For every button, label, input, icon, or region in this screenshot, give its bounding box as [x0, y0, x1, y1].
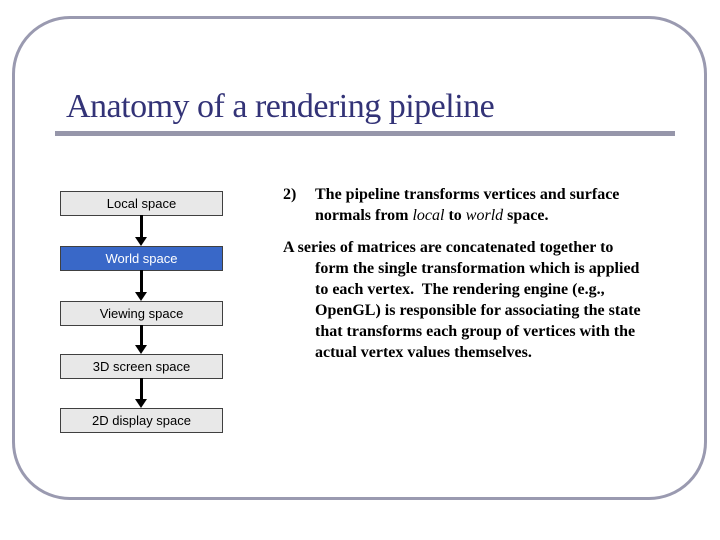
para1-italic-world: world [465, 207, 504, 224]
arrow-head [135, 292, 147, 301]
paragraph-matrices: A series of matrices are concatenated to… [283, 239, 645, 361]
arrow-head [135, 237, 147, 246]
arrow-down-icon [135, 270, 148, 301]
arrow-down-icon [135, 215, 148, 246]
page-title: Anatomy of a rendering pipeline [66, 88, 495, 125]
arrow-head [135, 399, 147, 408]
arrow-shaft [140, 325, 143, 348]
para1-italic-local: local [412, 207, 445, 224]
paragraph-pipeline-transforms: 2) The pipeline transforms vertices and s… [283, 184, 645, 226]
para1-text-between: to [444, 207, 466, 224]
title-underline [55, 131, 675, 136]
flow-box-local-space: Local space [60, 191, 223, 216]
arrow-shaft [140, 270, 143, 295]
arrow-head [135, 345, 147, 354]
arrow-shaft [140, 215, 143, 240]
flow-box-2d-display-space: 2D display space [60, 408, 223, 433]
arrow-down-icon [135, 325, 148, 354]
arrow-shaft [140, 378, 143, 402]
body-text-block: 2) The pipeline transforms vertices and s… [283, 184, 645, 363]
slide-frame-border [12, 16, 707, 500]
list-number: 2) [283, 186, 297, 203]
flow-box-viewing-space: Viewing space [60, 301, 223, 326]
arrow-down-icon [135, 378, 148, 408]
para1-text: The pipeline transforms vertices and sur… [315, 186, 620, 224]
flow-box-world-space: World space [60, 246, 223, 271]
flow-box-3d-screen-space: 3D screen space [60, 354, 223, 379]
para1-text-end: space. [503, 207, 549, 224]
